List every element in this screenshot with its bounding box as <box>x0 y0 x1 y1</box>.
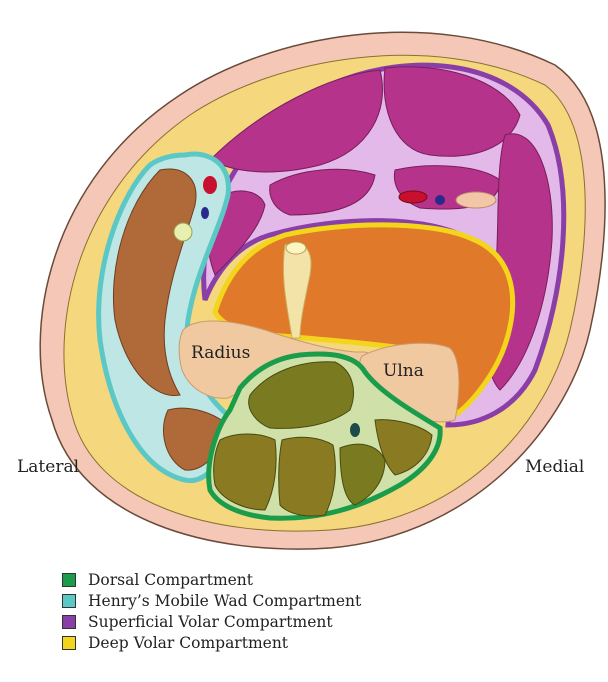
legend-label-deep-volar: Deep Volar Compartment <box>88 634 288 652</box>
legend: Dorsal Compartment Henry’s Mobile Wad Co… <box>62 570 361 654</box>
legend-swatch-dorsal <box>62 573 76 587</box>
legend-swatch-superficial-volar <box>62 615 76 629</box>
ulna-label: Ulna <box>383 361 424 381</box>
medial-label: Medial <box>525 457 584 477</box>
legend-item-henrys-mobile-wad: Henry’s Mobile Wad Compartment <box>62 591 361 611</box>
radial-vein-icon <box>201 207 209 219</box>
radial-artery-icon <box>203 176 217 194</box>
posterior-interosseous-vessel-icon <box>350 423 360 437</box>
legend-item-dorsal: Dorsal Compartment <box>62 570 361 590</box>
legend-swatch-deep-volar <box>62 636 76 650</box>
lateral-label: Lateral <box>17 457 79 477</box>
radius-label: Radius <box>191 343 250 363</box>
nerve-icon <box>456 192 496 208</box>
interosseous-vessel-icon <box>286 242 306 254</box>
artery-icon <box>399 191 427 203</box>
legend-label-superficial-volar: Superficial Volar Compartment <box>88 613 333 631</box>
dorsal-muscle-3 <box>279 437 336 516</box>
legend-item-deep-volar: Deep Volar Compartment <box>62 633 361 653</box>
forearm-cross-section: Radius Ulna <box>0 0 608 560</box>
legend-label-dorsal: Dorsal Compartment <box>88 571 253 589</box>
legend-label-henrys-mobile-wad: Henry’s Mobile Wad Compartment <box>88 592 361 610</box>
legend-swatch-henrys-mobile-wad <box>62 594 76 608</box>
legend-item-superficial-volar: Superficial Volar Compartment <box>62 612 361 632</box>
vein-icon <box>435 195 445 205</box>
radial-nerve-icon <box>174 223 192 241</box>
